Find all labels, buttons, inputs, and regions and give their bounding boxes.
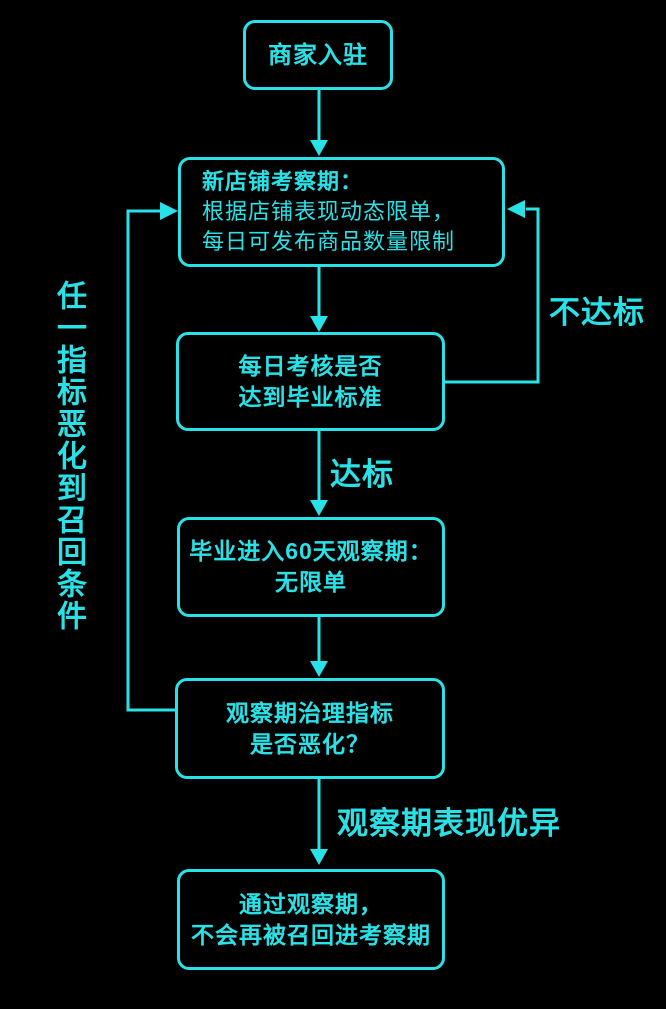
arrow-down-icon [310, 661, 328, 677]
node-worsen-check: 观察期治理指标 是否恶化？ [175, 678, 445, 779]
edge-recall-loop [126, 209, 175, 712]
arrow-down-icon [310, 316, 328, 332]
arrow-down-icon [310, 849, 328, 865]
edge-fail-loop [445, 207, 540, 384]
node-probation-line2: 根据店铺表现动态限单， [202, 199, 456, 224]
node-worsen-line1: 观察期治理指标 [226, 699, 394, 726]
node-daily-assessment: 每日考核是否 达到毕业标准 [176, 332, 445, 431]
edge-label-not-reached: 不达标 [549, 295, 645, 330]
node-passed-line2: 不会再被召回进考察期 [191, 921, 431, 948]
node-passed-line1: 通过观察期， [239, 890, 383, 917]
node-probation-title: 新店铺考察期： [202, 169, 364, 194]
node-new-shop-probation: 新店铺考察期： 根据店铺表现动态限单， 每日可发布商品数量限制 [178, 157, 505, 267]
edge-label-reached: 达标 [330, 457, 394, 492]
node-probation-line3: 每日可发布商品数量限制 [202, 229, 456, 254]
arrow-down-icon [310, 500, 328, 516]
node-worsen-line2: 是否恶化？ [250, 730, 370, 757]
node-passed-observation: 通过观察期， 不会再被召回进考察期 [177, 869, 445, 970]
arrow-down-icon [310, 140, 328, 156]
node-merchant-entry: 商家入驻 [243, 20, 393, 90]
edge-label-recall-condition: 任一指标恶化到召回条件 [52, 280, 85, 632]
node-observation-line1: 毕业进入60天观察期： [189, 538, 433, 564]
node-observation-period: 毕业进入60天观察期： 无限单 [177, 517, 445, 617]
node-merchant-entry-label: 商家入驻 [268, 41, 368, 69]
arrow-right-icon [160, 202, 178, 220]
node-daily-line2: 达到毕业标准 [238, 383, 383, 410]
edge-label-excellent-performance: 观察期表现优异 [337, 806, 561, 841]
node-daily-line1: 每日考核是否 [238, 352, 383, 379]
node-observation-line2: 无限单 [275, 569, 347, 595]
arrow-left-icon [507, 200, 525, 218]
